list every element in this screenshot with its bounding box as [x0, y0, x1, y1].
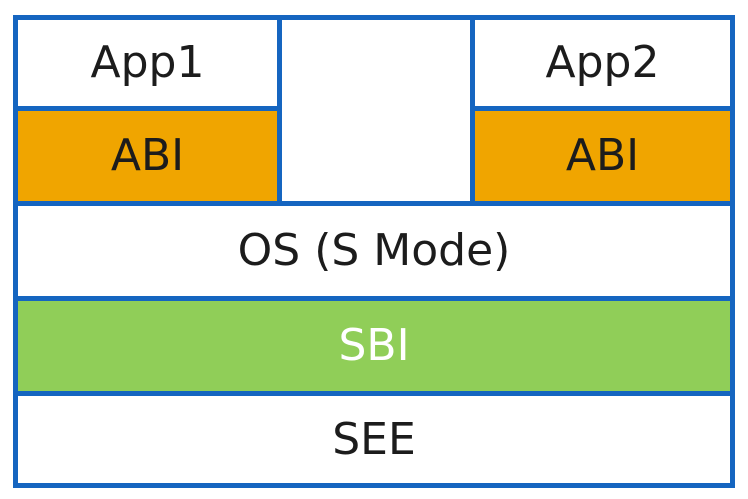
- block-app2: App2: [470, 15, 735, 111]
- block-os-label: OS (S Mode): [237, 225, 511, 276]
- block-app1: App1: [13, 15, 282, 111]
- block-app1-label: App1: [90, 37, 205, 88]
- block-abi-left-label: ABI: [110, 130, 185, 181]
- block-sbi-label: SBI: [338, 320, 410, 371]
- block-see: SEE: [13, 391, 735, 488]
- block-abi-right: ABI: [470, 106, 735, 206]
- block-app2-label: App2: [545, 37, 660, 88]
- block-see-label: SEE: [332, 413, 416, 465]
- block-os-s-mode: OS (S Mode): [13, 201, 735, 301]
- block-sbi: SBI: [13, 296, 735, 396]
- block-abi-left: ABI: [13, 106, 282, 206]
- block-abi-right-label: ABI: [565, 130, 640, 181]
